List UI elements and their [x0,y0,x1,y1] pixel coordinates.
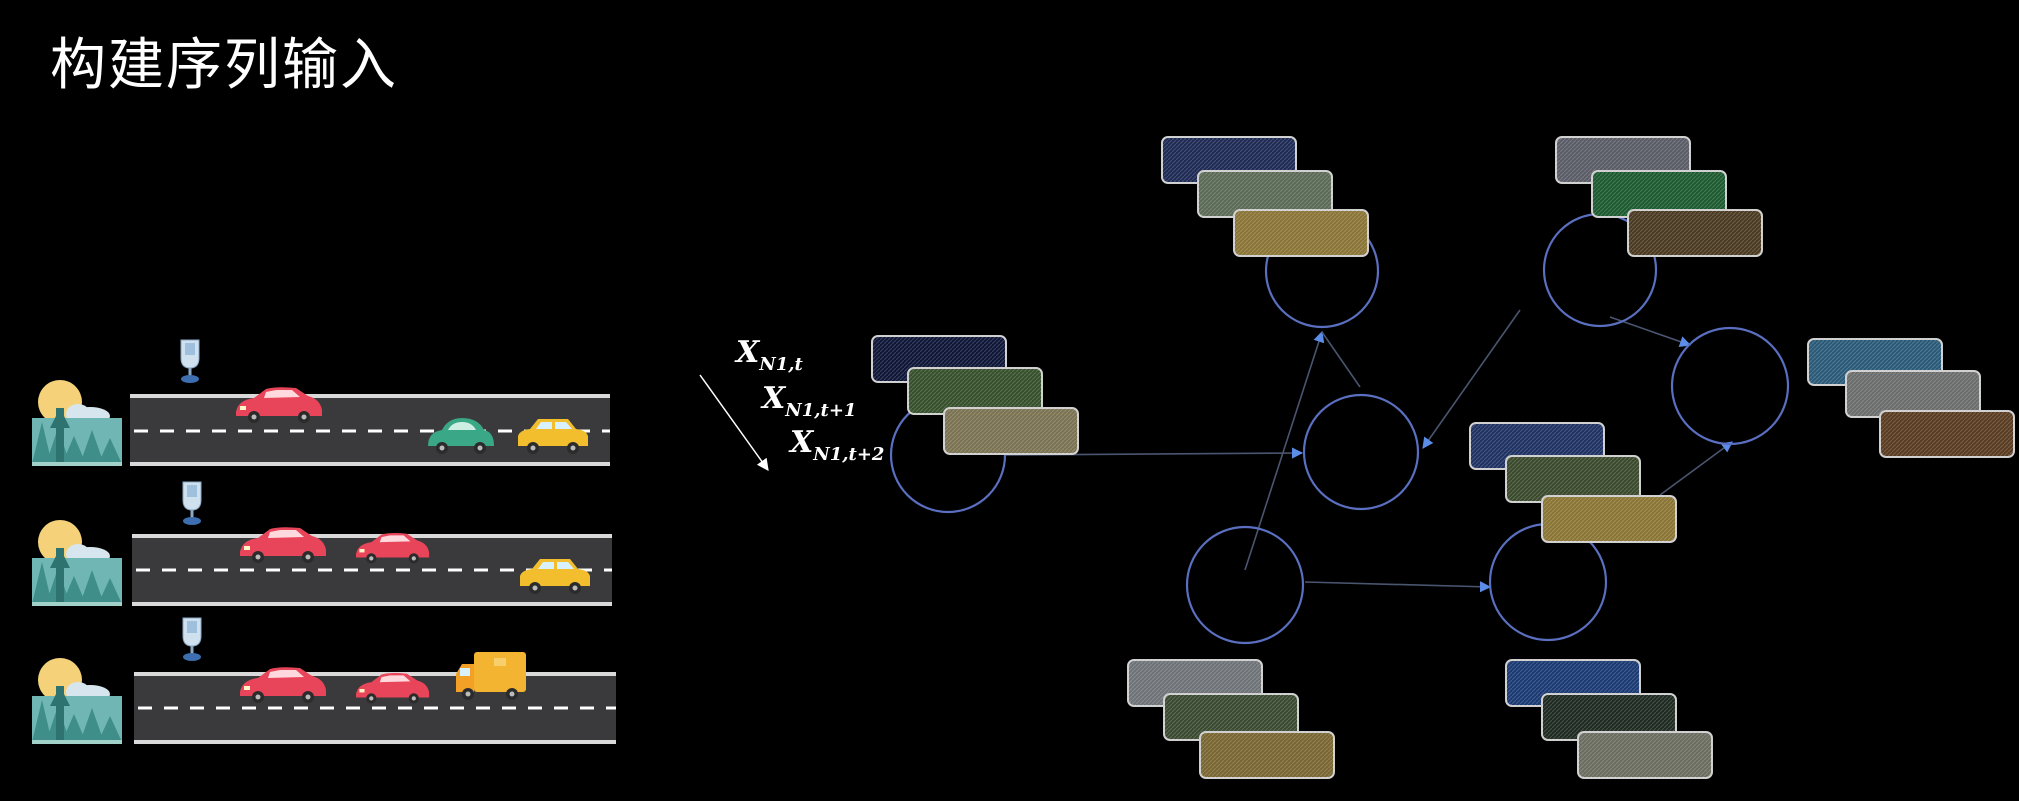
scenery-2 [32,520,122,606]
sequence-label-t2: XN1,t+2 [788,425,884,465]
road-scene-3 [32,616,616,744]
sequence-label-t: XN1,t [734,335,804,375]
feature-stack-far-right [1807,338,2015,458]
page-title: 构建序列输入 [50,33,398,98]
scenery-3 [32,658,122,744]
road-scene-1 [32,338,610,466]
graph-node [1302,393,1420,511]
sensor-icon [181,616,203,663]
sequence-label-t1: XN1,t+1 [760,381,856,421]
edge [1659,441,1733,496]
edge [1321,331,1361,388]
feature-stack-top-left [1161,136,1369,257]
graph-node [1185,525,1305,645]
feature-stack-top-right [1555,136,1763,257]
edge [1422,309,1521,449]
sensor-icon [179,338,201,385]
sensor-icon [181,480,203,527]
feature-stack-bottom-right [1505,659,1713,779]
time-direction-arrow [699,374,769,471]
feature-stack-bottom-left [1127,659,1335,779]
scenery-1 [32,380,122,466]
edge [1244,330,1325,571]
edge [1304,581,1492,593]
graph-node [1670,326,1790,446]
feature-stack-sequence [871,335,1079,455]
road-scene-2 [32,480,612,606]
graph-edges [1004,309,1733,593]
feature-stack-middle-right [1469,422,1677,543]
